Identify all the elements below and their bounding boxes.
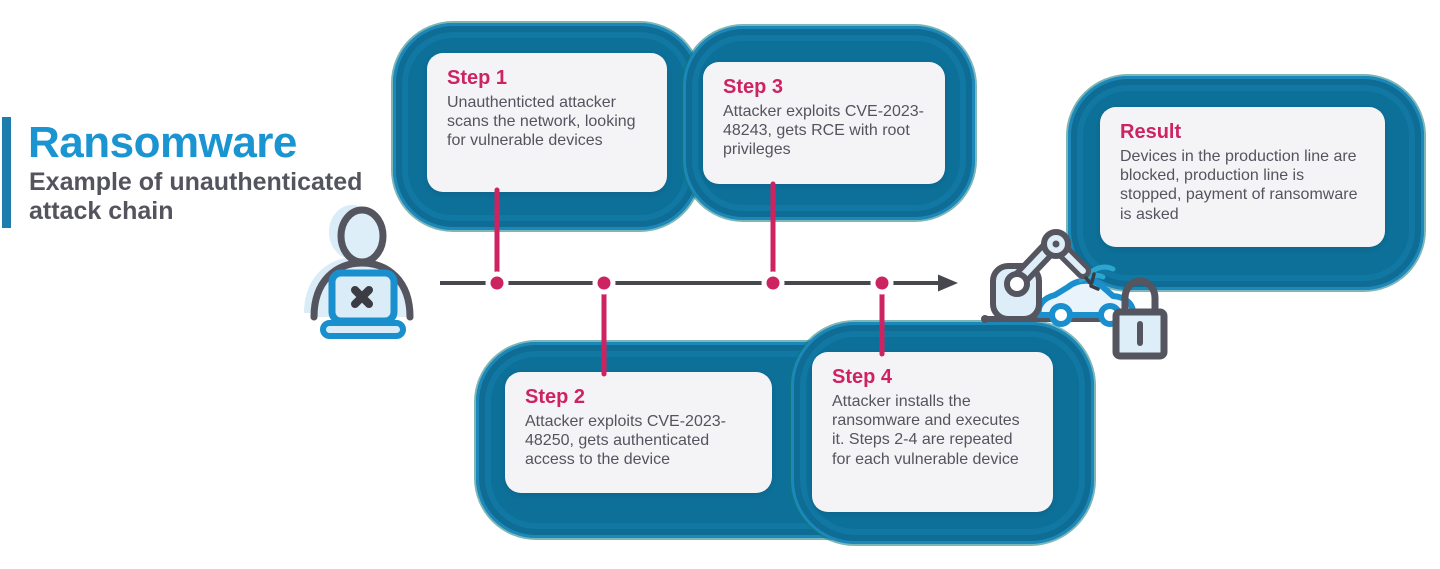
timeline-dot (761, 271, 785, 295)
robot-arm-icon (990, 229, 1100, 322)
spark-icon (1084, 272, 1100, 291)
step1-card: Step 1 Unauthenticted attacker scans the… (427, 53, 667, 192)
step3-body: Attacker exploits CVE-2023-48243, gets R… (723, 103, 924, 159)
result-card: Result Devices in the production line ar… (1100, 107, 1385, 247)
step3-title: Step 3 (723, 76, 784, 98)
result-body: Devices in the production line are block… (1120, 148, 1358, 223)
step4-body: Attacker installs the ransomware and exe… (832, 393, 1020, 468)
arrowhead-icon (938, 274, 958, 292)
timeline-dot (870, 271, 894, 295)
timeline-dot (485, 271, 509, 295)
result-title: Result (1120, 121, 1182, 143)
step1-body: Unauthenticted attacker scans the networ… (447, 94, 636, 150)
title-accent-bar (2, 117, 11, 228)
page-subtitle: Example of unauthenticated attack chain (29, 168, 363, 225)
step4-title: Step 4 (832, 366, 893, 388)
step3-card: Step 3 Attacker exploits CVE-2023-48243,… (703, 62, 945, 184)
step2-title: Step 2 (525, 386, 586, 408)
laptop-x-icon (351, 286, 373, 308)
attacker-at-laptop-icon (304, 205, 414, 339)
step1-title: Step 1 (447, 67, 508, 89)
padlock-icon (1112, 277, 1168, 360)
page-title: Ransomware (28, 118, 297, 167)
laptop-base (320, 320, 406, 339)
production-line-icon (981, 229, 1168, 360)
attacker-head (337, 206, 387, 266)
step2-card: Step 2 Attacker exploits CVE-2023-48250,… (505, 372, 772, 493)
step2-body: Attacker exploits CVE-2023-48250, gets a… (525, 413, 726, 469)
timeline-dot (592, 271, 616, 295)
step4-card: Step 4 Attacker installs the ransomware … (812, 352, 1053, 512)
